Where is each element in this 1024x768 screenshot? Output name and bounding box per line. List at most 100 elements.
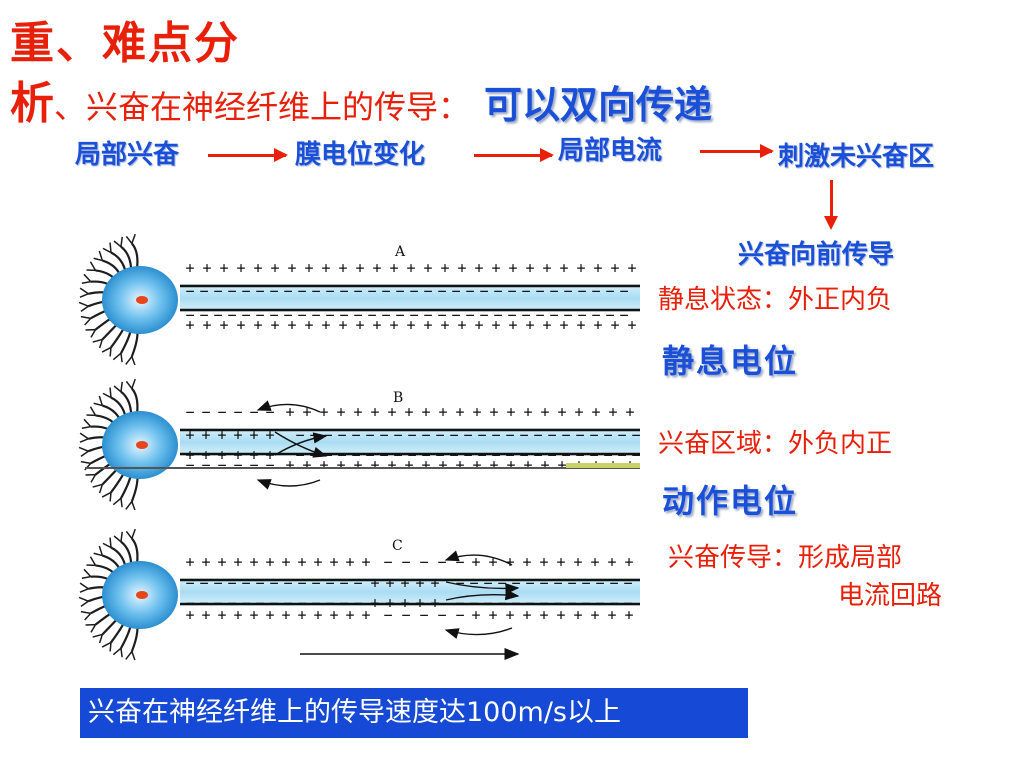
marker-strip	[566, 463, 640, 468]
positive-charge: +	[372, 259, 381, 277]
negative-charge: −	[409, 306, 418, 324]
positive-charge: +	[270, 259, 279, 277]
action-potential-text: 动作电位	[662, 482, 799, 520]
negative-charge: −	[185, 282, 194, 300]
positive-charge: +	[406, 316, 415, 334]
positive-charge: +	[201, 446, 210, 464]
positive-charge: +	[593, 316, 602, 334]
positive-charge: +	[607, 553, 616, 571]
dendrite-branch	[78, 596, 89, 607]
negative-charge: −	[381, 306, 390, 324]
negative-charge: −	[227, 306, 236, 324]
negative-charge: −	[423, 282, 432, 300]
negative-charge: −	[227, 594, 236, 612]
negative-charge: −	[255, 282, 264, 300]
negative-charge: −	[297, 306, 306, 324]
negative-charge: −	[381, 282, 390, 300]
negative-charge: −	[483, 594, 492, 612]
dendrite-branch	[86, 261, 97, 272]
dendrite-branch	[81, 273, 92, 284]
positive-charge: +	[233, 553, 242, 571]
negative-charge: −	[379, 426, 388, 444]
dendrite-branch	[102, 242, 112, 254]
negative-charge: −	[595, 594, 604, 612]
negative-charge: −	[533, 446, 542, 464]
negative-charge: −	[227, 282, 236, 300]
positive-charge: +	[576, 259, 585, 277]
positive-charge: +	[185, 446, 194, 464]
negative-charge: −	[505, 426, 514, 444]
positive-charge: +	[627, 316, 636, 334]
flow-step-local-current: 局部电流	[558, 136, 663, 166]
axon-body	[180, 578, 640, 606]
negative-charge: −	[213, 282, 222, 300]
negative-charge: −	[409, 282, 418, 300]
positive-charge: +	[590, 606, 599, 624]
positive-charge: +	[488, 553, 497, 571]
negative-charge: −	[217, 403, 226, 421]
dendrite-branch	[80, 315, 92, 326]
negative-charge: −	[525, 594, 534, 612]
dendrite-branch	[86, 556, 97, 567]
positive-charge: +	[249, 446, 258, 464]
negative-charge: −	[213, 574, 222, 592]
negative-charge: −	[383, 553, 392, 571]
negative-charge: −	[437, 306, 446, 324]
positive-charge: +	[201, 606, 210, 624]
positive-charge: +	[319, 403, 328, 421]
positive-charge: +	[217, 446, 226, 464]
positive-charge: +	[415, 594, 424, 612]
negative-charge: −	[199, 574, 208, 592]
positive-charge: +	[253, 259, 262, 277]
negative-charge: −	[401, 606, 410, 624]
positive-charge: +	[387, 403, 396, 421]
positive-charge: +	[505, 606, 514, 624]
positive-charge: +	[539, 553, 548, 571]
positive-charge: +	[488, 606, 497, 624]
positive-charge: +	[624, 606, 633, 624]
negative-charge: −	[269, 594, 278, 612]
positive-charge: +	[202, 316, 211, 334]
positive-charge: +	[236, 259, 245, 277]
negative-charge: −	[617, 446, 626, 464]
negative-charge: −	[395, 282, 404, 300]
positive-charge: +	[233, 606, 242, 624]
right-arrow-icon	[474, 148, 554, 162]
negative-charge: −	[591, 282, 600, 300]
positive-charge: +	[217, 606, 226, 624]
negative-charge: −	[227, 574, 236, 592]
current-loop-arrow-icon	[256, 400, 321, 413]
dendrite-branch	[79, 287, 89, 298]
dendrite-branch	[112, 352, 123, 363]
dendrite-branch	[101, 346, 112, 357]
dendrite-branch	[113, 531, 123, 543]
negative-charge: −	[435, 426, 444, 444]
negative-charge: −	[619, 306, 628, 324]
positive-charge: +	[610, 316, 619, 334]
negative-charge: −	[449, 446, 458, 464]
positive-charge: +	[321, 316, 330, 334]
current-loop-arrow-icon	[445, 581, 520, 595]
negative-charge: −	[185, 574, 194, 592]
positive-charge: +	[338, 316, 347, 334]
positive-charge: +	[249, 606, 258, 624]
negative-charge: −	[351, 446, 360, 464]
negative-charge: −	[581, 574, 590, 592]
negative-charge: −	[519, 446, 528, 464]
positive-charge: +	[438, 456, 447, 474]
flow-step-unexcited-region: 刺激未兴奋区	[778, 142, 935, 172]
negative-charge: −	[199, 306, 208, 324]
negative-charge: −	[201, 456, 210, 474]
negative-charge: −	[265, 456, 274, 474]
negative-charge: −	[567, 574, 576, 592]
negative-charge: −	[605, 306, 614, 324]
negative-charge: −	[451, 282, 460, 300]
negative-charge: −	[491, 426, 500, 444]
positive-charge: +	[423, 316, 432, 334]
negative-charge: −	[297, 594, 306, 612]
negative-charge: −	[233, 403, 242, 421]
negative-charge: −	[351, 426, 360, 444]
positive-charge: +	[471, 553, 480, 571]
dendrite-branch	[93, 545, 104, 557]
negative-charge: −	[605, 282, 614, 300]
